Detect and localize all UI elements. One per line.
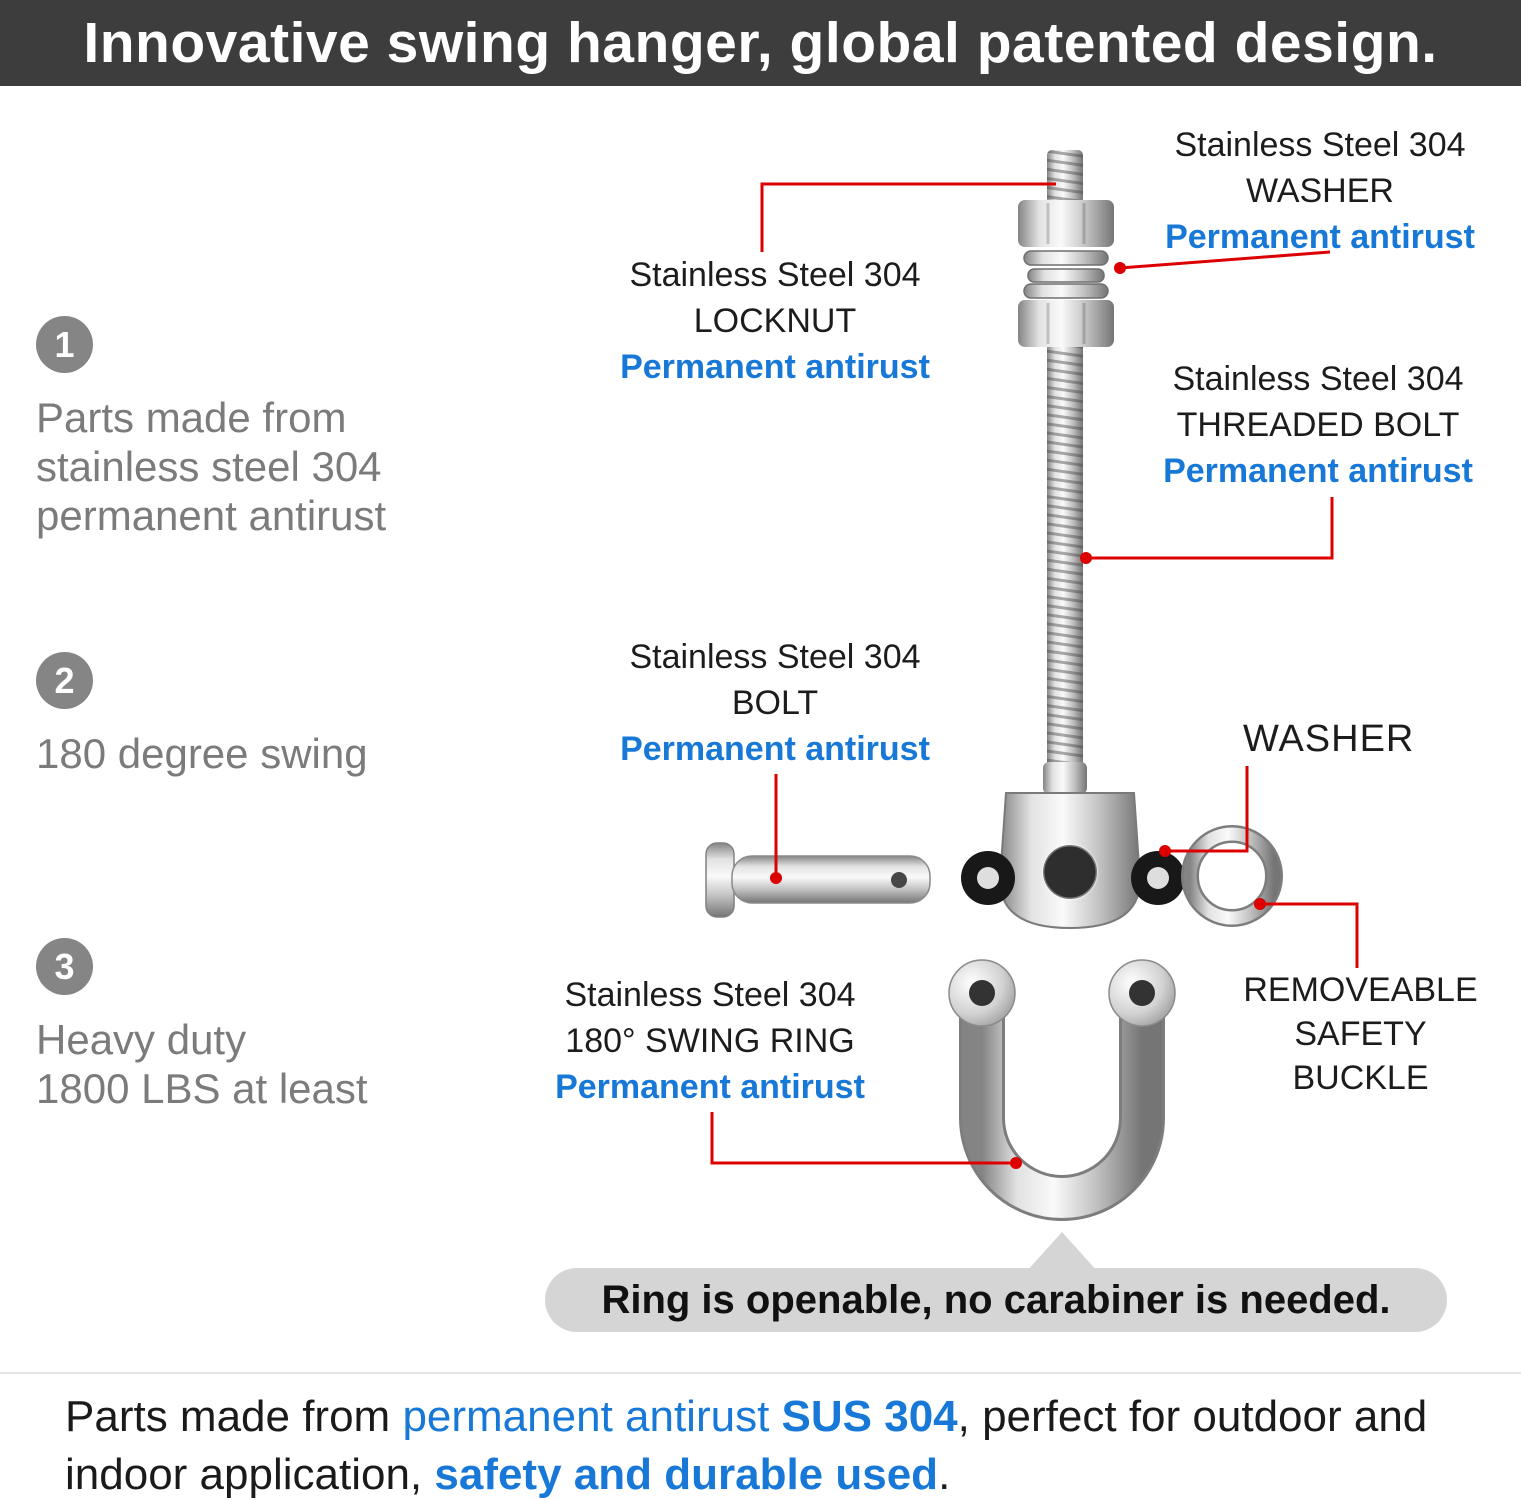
callout-part: THREADED BOLT [1176, 406, 1460, 444]
footer-text: . [938, 1450, 951, 1499]
washer-right-part [1131, 851, 1185, 905]
feature-1-text: Parts made from stainless steel 304 perm… [36, 393, 386, 540]
feature-text-line: stainless steel 304 [36, 443, 382, 490]
callout-note: Permanent antirust [555, 1068, 865, 1106]
feature-text-line: Heavy duty [36, 1016, 247, 1063]
callout-material: Stainless Steel 304 [1174, 126, 1466, 164]
callout-part: WASHER [1243, 718, 1415, 760]
callout-material: Stainless Steel 304 [629, 638, 921, 676]
safety-buckle-part [1181, 825, 1283, 927]
callout-locknut: Stainless Steel 304 LOCKNUT Permanent an… [565, 252, 985, 390]
callout-note: Permanent antirust [1163, 452, 1473, 490]
ring-openable-banner: Ring is openable, no carabiner is needed… [545, 1268, 1447, 1332]
footer-line-2: indoor application, safety and durable u… [65, 1446, 1501, 1500]
swing-ring-part [948, 959, 1176, 1221]
callout-note: Permanent antirust [620, 348, 930, 386]
footer-text-blue-bold: SUS 304 [781, 1392, 958, 1441]
feature-3-number: 3 [54, 945, 75, 987]
banner-tail [1026, 1232, 1098, 1272]
callout-note: Permanent antirust [1165, 218, 1475, 256]
feature-3-text: Heavy duty 1800 LBS at least [36, 1015, 368, 1113]
feature-2-text: 180 degree swing [36, 729, 368, 778]
feature-3: 3 Heavy duty 1800 LBS at least [36, 938, 368, 1113]
feature-3-number-badge: 3 [36, 938, 93, 995]
callout-part: BOLT [731, 684, 819, 722]
callout-bolt: Stainless Steel 304 BOLT Permanent antir… [565, 634, 985, 772]
feature-2: 2 180 degree swing [36, 652, 368, 778]
feature-text-line: 1800 LBS at least [36, 1065, 368, 1112]
callout-safety-buckle: REMOVEABLE SAFETY BUCKLE [1233, 968, 1488, 1100]
footer-text-blue: permanent antirust [402, 1392, 782, 1441]
clevis-pin-part [705, 842, 931, 918]
footer-description: Parts made from permanent antirust SUS 3… [0, 1372, 1521, 1500]
callout-washer-side: WASHER [1243, 716, 1473, 762]
banner-text: Ring is openable, no carabiner is needed… [601, 1277, 1391, 1322]
callout-material: Stainless Steel 304 [564, 976, 856, 1014]
feature-text-line: 180 degree swing [36, 730, 368, 777]
callout-part: SAFETY BUCKLE [1292, 1015, 1429, 1097]
callout-part: REMOVEABLE [1243, 971, 1478, 1009]
footer-text: indoor application, [65, 1450, 435, 1499]
feature-text-line: Parts made from [36, 394, 347, 441]
feature-2-number-badge: 2 [36, 652, 93, 709]
feature-2-number: 2 [54, 659, 75, 701]
callout-part: WASHER [1246, 172, 1394, 210]
header-banner: Innovative swing hanger, global patented… [0, 0, 1521, 86]
footer-text: , perfect for outdoor and [957, 1392, 1428, 1441]
feature-1-number-badge: 1 [36, 316, 93, 373]
washer-left-part [961, 851, 1015, 905]
footer-text-blue-bold: safety and durable used [434, 1450, 939, 1499]
callout-lines [710, 182, 1359, 1165]
feature-1: 1 Parts made from stainless steel 304 pe… [36, 316, 386, 540]
callout-note: Permanent antirust [620, 730, 930, 768]
callout-material: Stainless Steel 304 [629, 256, 921, 294]
feature-1-number: 1 [54, 323, 75, 365]
callout-threaded-bolt: Stainless Steel 304 THREADED BOLT Perman… [1118, 356, 1518, 494]
callout-material: Stainless Steel 304 [1172, 360, 1464, 398]
callout-washer-top: Stainless Steel 304 WASHER Permanent ant… [1120, 122, 1520, 260]
footer-line-1: Parts made from permanent antirust SUS 3… [65, 1388, 1501, 1446]
callout-swing-ring: Stainless Steel 304 180° SWING RING Perm… [500, 972, 920, 1110]
callout-part: LOCKNUT [693, 302, 857, 340]
callout-part: 180° SWING RING [565, 1022, 855, 1060]
callout-dots [770, 262, 1266, 1169]
header-title: Innovative swing hanger, global patented… [83, 11, 1438, 75]
threaded-bolt-part [1018, 150, 1114, 794]
footer-text: Parts made from [65, 1392, 403, 1441]
swivel-yoke-part [998, 792, 1142, 930]
feature-text-line: permanent antirust [36, 492, 387, 539]
